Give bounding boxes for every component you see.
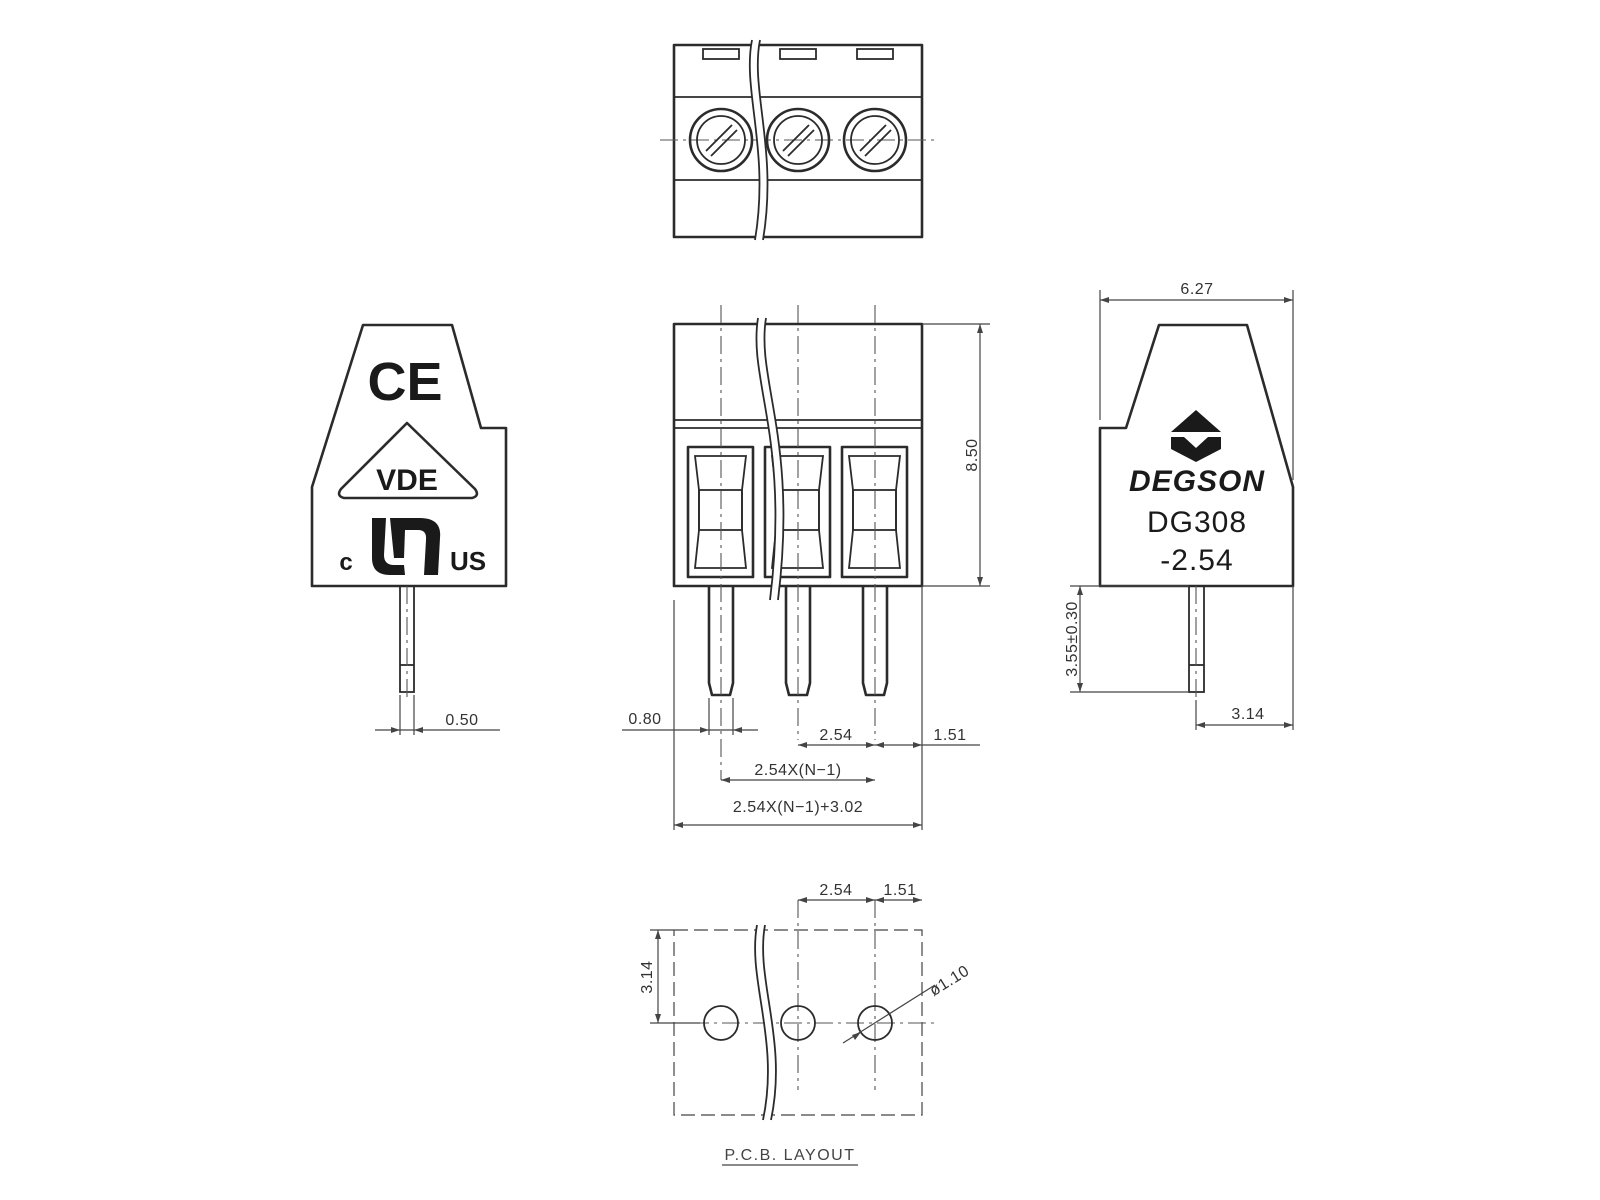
pcb-layout-caption: P.C.B. LAYOUT [725,1147,856,1164]
pcb-dim-pitch: 2.54 [819,882,852,899]
dim-depth: 6.27 [1180,281,1213,298]
pcb-dim-hole: ø1.10 [927,962,973,999]
brand-name: DEGSON [1129,465,1265,498]
pcb-hole-1 [703,1005,739,1041]
vde-mark: VDE [376,464,438,497]
dim-span-inner: 2.54X(N−1) [754,762,841,779]
top-view [660,39,935,241]
pcb-dim-offset: 3.14 [639,960,656,993]
dim-edge: 1.51 [933,727,966,744]
model-line-1: DG308 [1147,506,1247,539]
pcb-dim-edge: 1.51 [883,882,916,899]
screw-1 [688,107,754,173]
left-side-view: CE VDE c US 0.50 [310,323,508,735]
screw-2 [765,107,831,173]
ul-logo-icon [372,518,441,575]
dim-pin-length: 3.55±0.30 [1064,601,1081,677]
pcb-hole-2 [780,1005,816,1041]
degson-logo-icon [1171,410,1221,462]
vde-triangle-icon [337,421,479,500]
ul-prefix: c [339,549,352,576]
screw-3 [842,107,908,173]
dim-pin-offset: 3.14 [1231,706,1264,723]
ce-mark: CE [367,352,442,412]
model-line-2: -2.54 [1160,544,1233,577]
pcb-hole-3 [857,1005,893,1041]
dim-span-total: 2.54X(N−1)+3.02 [733,799,863,816]
right-side-view: DEGSON DG308 -2.54 6.27 3.55±0.30 3.14 [1064,281,1295,730]
dim-height: 8.50 [964,438,981,471]
front-view: 8.50 0.80 2.54 1.51 2.54X(N−1) 2.54X(N−1… [622,305,990,830]
pcb-layout-view: 2.54 1.51 3.14 ø1.10 P.C.B. LAYOUT [639,882,973,1166]
dim-pitch: 2.54 [819,727,852,744]
ul-suffix: US [450,546,486,576]
dim-pin-thickness: 0.50 [445,712,478,729]
dim-pin-width: 0.80 [628,711,661,728]
